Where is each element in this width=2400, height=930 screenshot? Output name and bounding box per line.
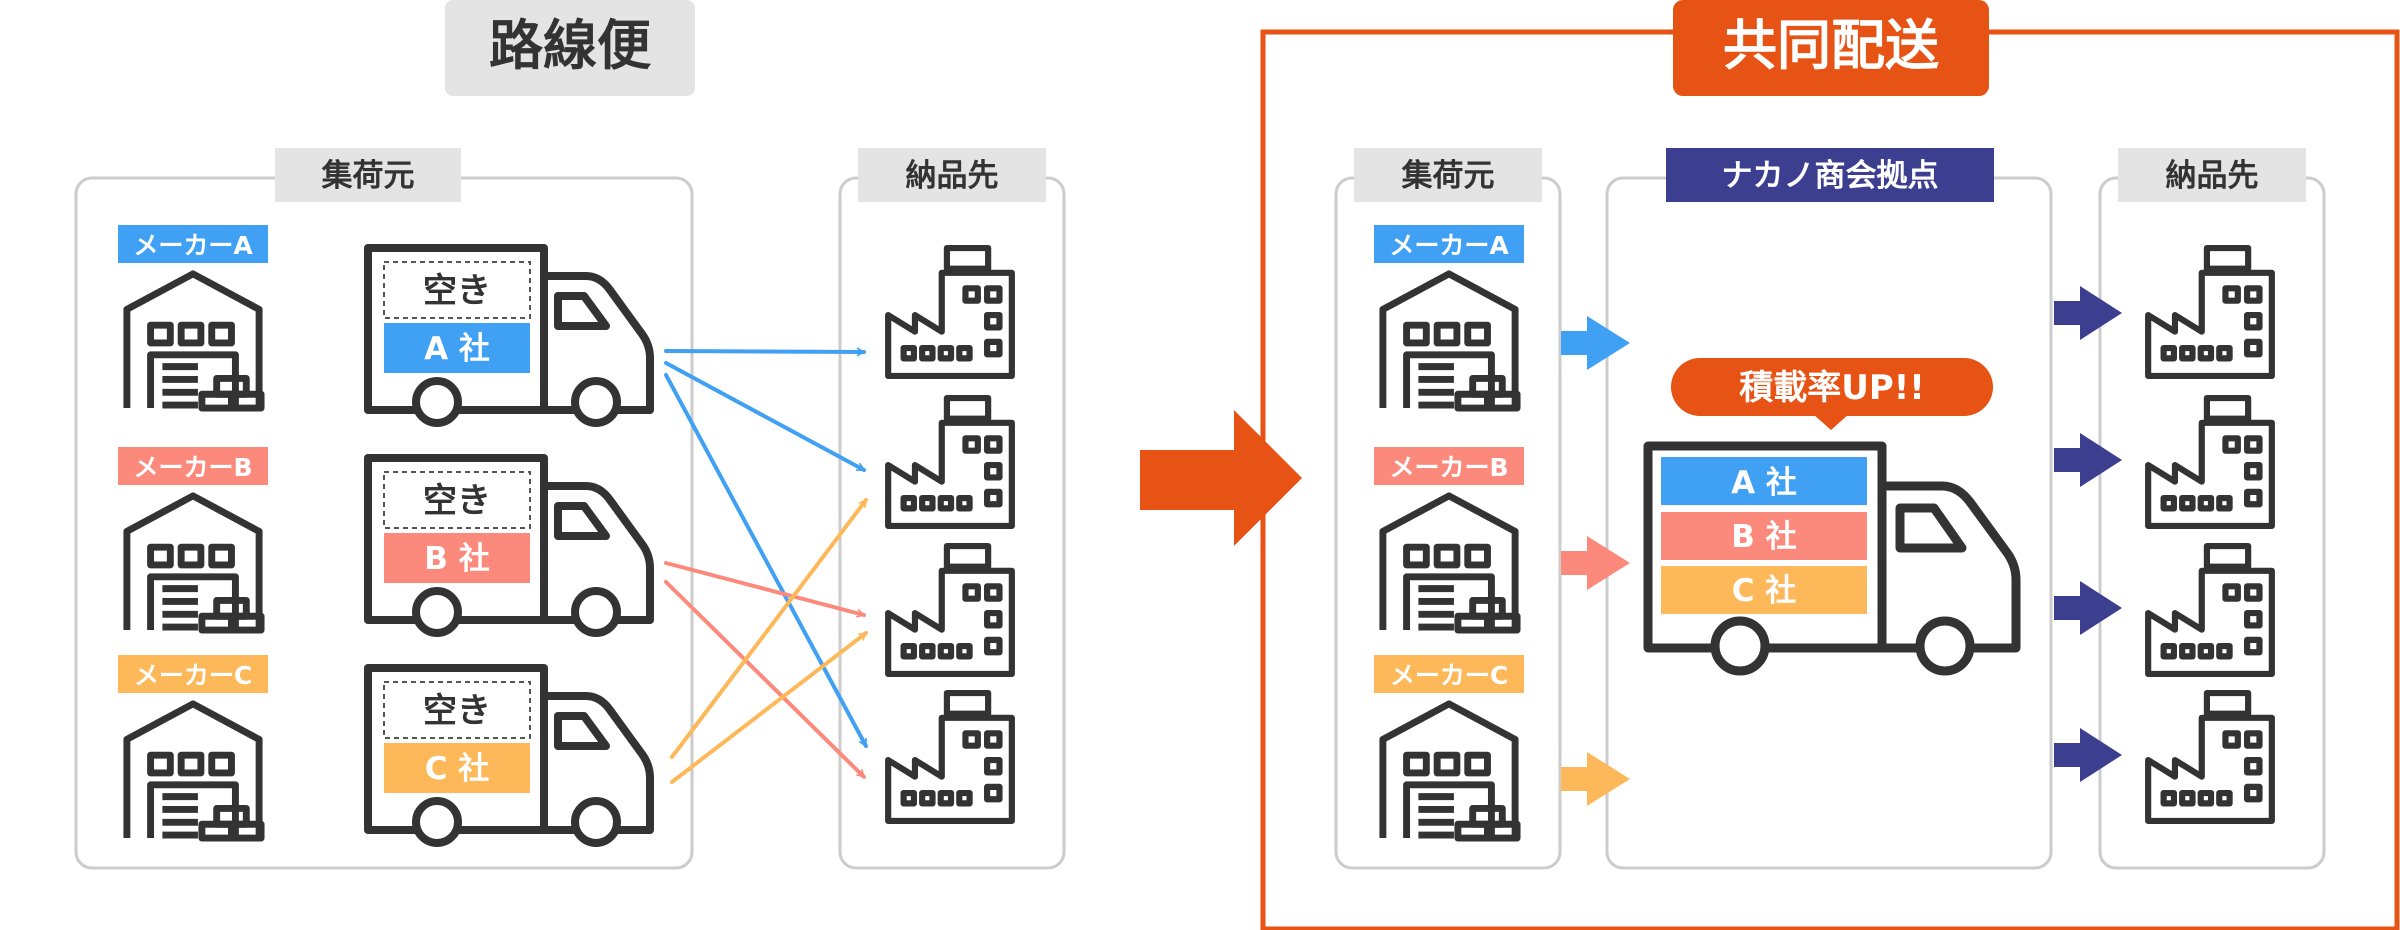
shared-truck-load-c-label: C 社 [1732,573,1797,609]
route-a-to-1 [664,351,866,352]
inbound-arrow-a-icon [1561,316,1630,370]
left-truck-c-company: C 社 [425,751,490,787]
load-rate-callout-text: 積載率UP!! [1739,368,1925,408]
outbound-arrow-2-icon [2054,433,2122,487]
left-title: 路線便 [489,14,652,77]
left-truck-a-icon [364,244,654,427]
right-hub-label: ナカノ商会拠点 [1722,158,1939,194]
right-destination-header-bg [2118,148,2306,202]
right-title-bg [1673,0,1989,96]
left-truck-a-company: A 社 [424,331,490,367]
right-maker-a-badge [1374,225,1524,263]
shared-truck-load-b [1661,512,1867,560]
left-maker-c-label: メーカーC [134,661,252,690]
left-truck-c-load [384,743,530,793]
right-shared-truck-icon [1643,441,2021,676]
right-origin-header-bg [1354,148,1542,202]
shared-truck-load-a [1661,457,1867,505]
left-warehouse-b-icon [127,496,261,630]
left-origin-label: 集荷元 [321,158,415,194]
left-truck-c-empty-label: 空き [423,691,491,731]
right-factory-2-icon [2148,398,2272,526]
left-factory-3-icon [888,546,1012,674]
left-section: 路線便 集荷元 納品先 メーカーA メーカーB メーカーC 空き A 社 [74,0,1066,870]
left-factory-1-icon [888,248,1012,376]
left-truck-c-empty-box [383,681,531,739]
shared-truck-load-b-label: B 社 [1731,519,1796,555]
right-warehouse-a-icon [1383,274,1517,408]
left-destination-header-bg [858,148,1046,202]
left-truck-a-empty-label: 空き [423,271,491,311]
left-destination-label: 納品先 [906,158,999,194]
left-truck-a-load [384,323,530,373]
right-destination-label: 納品先 [2166,158,2259,194]
left-truck-b-company: B 社 [424,541,489,577]
right-title: 共同配送 [1723,14,1939,77]
right-maker-b-badge [1374,447,1524,485]
load-rate-callout-tail [1813,414,1849,430]
left-truck-a-empty-box [383,261,531,319]
right-maker-c-badge [1374,655,1524,693]
right-maker-b-label: メーカーB [1389,453,1508,482]
left-maker-b-badge [118,447,268,485]
route-b-to-4 [664,580,866,779]
left-warehouse-c-icon [127,704,261,838]
left-warehouse-a-icon [127,274,261,408]
left-factory-2-icon [888,398,1012,526]
route-a-to-4 [664,373,868,748]
left-maker-a-label: メーカーA [133,231,253,260]
right-maker-c-label: メーカーC [1390,661,1508,690]
left-truck-b-empty-label: 空き [423,481,491,521]
route-a-to-2 [664,361,866,472]
inbound-arrow-b-icon [1561,536,1630,590]
inbound-arrow-c-icon [1561,752,1630,806]
route-b-to-3 [664,561,866,615]
outbound-arrow-4-icon [2054,728,2122,782]
load-rate-callout [1671,358,1993,416]
right-origin-label: 集荷元 [1401,158,1495,194]
left-maker-a-badge [118,225,268,263]
left-maker-b-label: メーカーB [133,453,252,482]
outbound-arrow-3-icon [2054,581,2122,635]
outbound-arrow-1-icon [2054,286,2122,340]
shared-truck-load-a-label: A 社 [1731,465,1797,501]
left-route-lines [664,351,868,784]
left-title-bg [445,0,695,96]
left-truck-c-icon [364,664,654,847]
left-maker-c-badge [118,655,268,693]
right-hub-header-bg [1666,148,1994,202]
right-factory-4-icon [2148,693,2272,821]
right-factory-3-icon [2148,546,2272,674]
right-section: 共同配送 集荷元 ナカノ商会拠点 納品先 メーカーA メーカーB メーカーC 積… [1260,0,2400,930]
right-maker-a-label: メーカーA [1389,231,1509,260]
right-warehouse-b-icon [1383,496,1517,630]
left-truck-b-empty-box [383,471,531,529]
right-factory-1-icon [2148,248,2272,376]
right-warehouse-c-icon [1383,704,1517,838]
route-c-to-2 [670,498,868,759]
shared-truck-load-c [1661,566,1867,614]
left-factory-4-icon [888,693,1012,821]
left-origin-header-bg [275,148,461,202]
left-truck-b-load [384,533,530,583]
right-origin-panel [1334,176,1562,870]
transition-arrow-icon [1140,410,1302,546]
route-c-to-3 [670,631,868,784]
left-truck-b-icon [364,454,654,637]
